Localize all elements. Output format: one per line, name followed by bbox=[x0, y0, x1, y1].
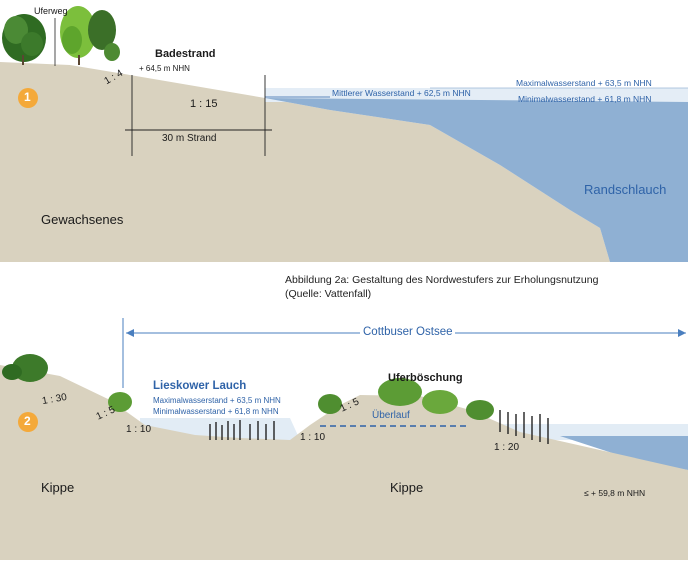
ueferboeschung-label: Uferböschung bbox=[388, 372, 463, 384]
slope-1-15: 1 : 15 bbox=[190, 98, 218, 110]
figure-caption: Abbildung 2a: Gestaltung des Nordwestufe… bbox=[285, 273, 598, 301]
kippe-left-label: Kippe bbox=[41, 480, 75, 495]
panel1-badge-circle bbox=[18, 88, 38, 108]
panel1-water-band bbox=[265, 88, 688, 102]
kippe-right-label: Kippe bbox=[390, 480, 424, 495]
gewachsenes-label: Gewachsenes bbox=[41, 212, 124, 227]
slope-1-10-right: 1 : 10 bbox=[300, 432, 326, 443]
panel2-badge-number: 2 bbox=[24, 414, 31, 428]
panel2-ground bbox=[0, 365, 688, 560]
randschlauch-label: Randschlauch bbox=[584, 182, 667, 197]
panel2-badge-circle bbox=[18, 412, 38, 432]
min-level-label: Minimalwasserstand + 61,8 m NHN bbox=[518, 94, 652, 104]
max-level-label: Maximalwasserstand + 63,5 m NHN bbox=[516, 78, 652, 88]
panel2-deep-water bbox=[560, 436, 688, 470]
panel1-trees bbox=[2, 6, 120, 65]
caption-line-2: (Quelle: Vattenfall) bbox=[285, 288, 372, 300]
cottbuser-arrow-right bbox=[678, 329, 686, 337]
bottom-level-label: ≤ + 59,8 m NHN bbox=[584, 488, 646, 498]
badestrand-label: Badestrand bbox=[155, 48, 216, 60]
slope-1-10-left: 1 : 10 bbox=[126, 424, 152, 435]
cottbuser-ostsee-label: Cottbuser Ostsee bbox=[360, 326, 456, 338]
ueberlauf-label: Überlauf bbox=[372, 410, 410, 421]
panel2-max-level-label: Maximalwasserstand + 63,5 m NHN bbox=[153, 396, 281, 405]
panel1-badge-number: 1 bbox=[24, 90, 31, 104]
panel1-ground bbox=[0, 62, 610, 262]
lieskower-lauch-label: Lieskower Lauch bbox=[153, 380, 247, 392]
mittlerer-level-label: Mittlerer Wasserstand + 62,5 m NHN bbox=[332, 88, 471, 98]
cottbuser-arrow-left bbox=[126, 329, 134, 337]
panel1-deep-water bbox=[265, 98, 688, 262]
strand-width-label: 30 m Strand bbox=[162, 133, 217, 144]
uferweg-label: Uferweg bbox=[34, 6, 68, 16]
panel2-vegetation bbox=[2, 354, 494, 420]
caption-line-1: Abbildung 2a: Gestaltung des Nordwestufe… bbox=[285, 274, 599, 286]
slope-1-20: 1 : 20 bbox=[494, 442, 520, 453]
panel2-min-level-label: Minimalwasserstand + 61,8 m NHN bbox=[153, 407, 279, 416]
badestrand-level: + 64,5 m NHN bbox=[139, 64, 190, 73]
reed-belt bbox=[209, 410, 549, 444]
